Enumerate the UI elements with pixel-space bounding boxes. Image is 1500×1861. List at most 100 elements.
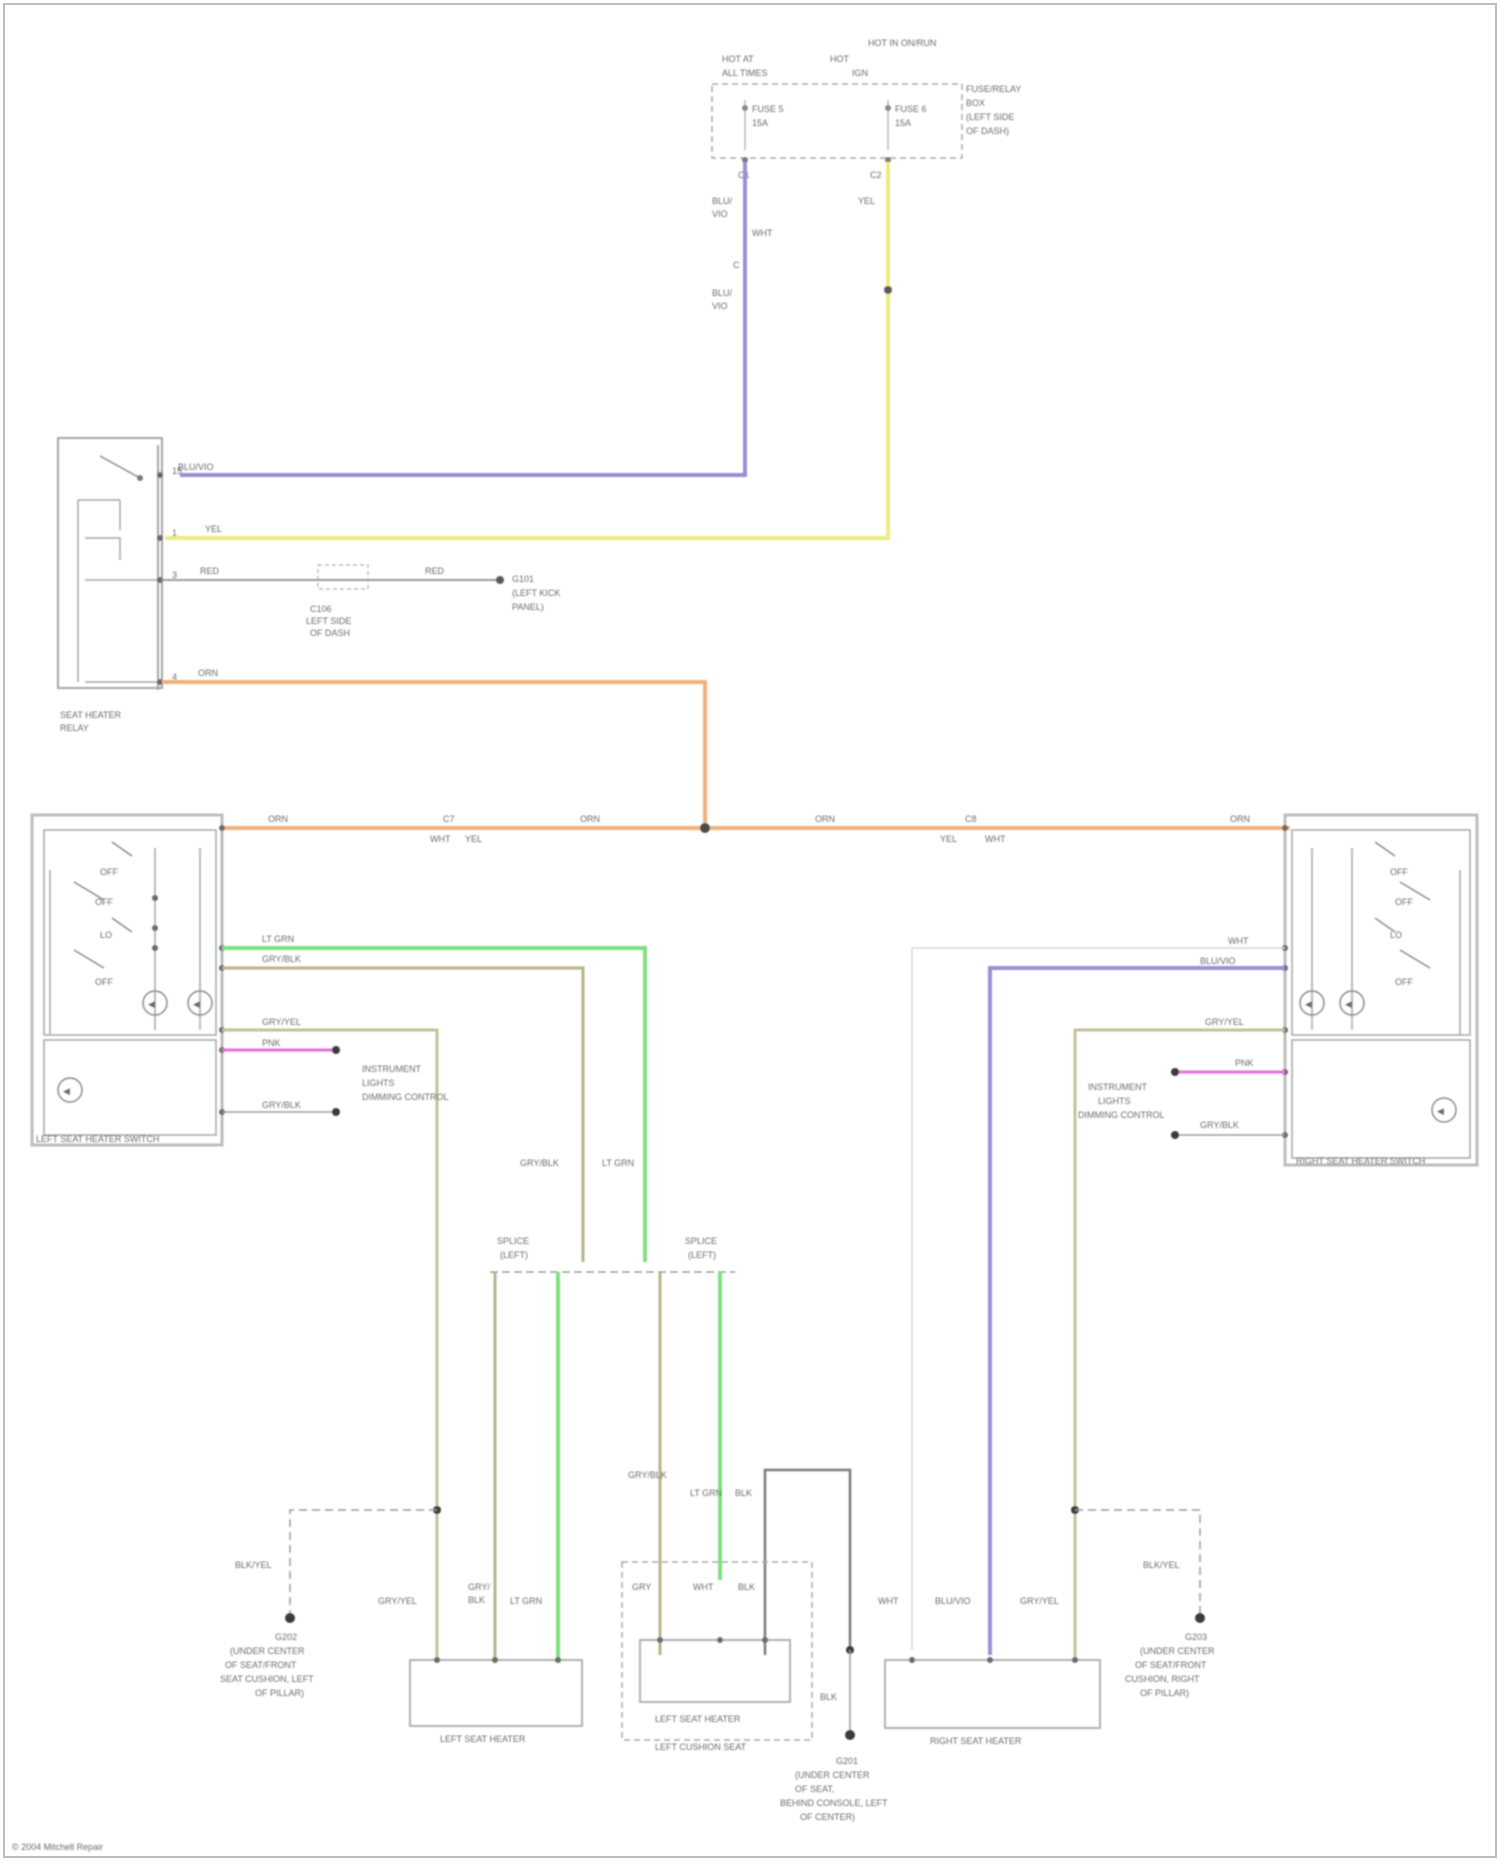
- seat-heater-relay: SEAT HEATER RELAY: [58, 438, 163, 733]
- svg-text:YEL: YEL: [940, 834, 957, 844]
- right-seat-heater-switch: OFF OFF LO OFF ◀ ◀ ◀ RIGHT SEAT HEATER S…: [1282, 815, 1477, 1166]
- svg-text:YEL: YEL: [465, 834, 482, 844]
- svg-text:OF CENTER): OF CENTER): [800, 1812, 855, 1822]
- svg-text:ORN: ORN: [815, 814, 835, 824]
- svg-text:LO: LO: [1390, 930, 1402, 940]
- svg-text:C7: C7: [443, 814, 455, 824]
- page-frame: [4, 4, 1496, 1857]
- svg-text:(UNDER CENTER: (UNDER CENTER: [230, 1646, 305, 1656]
- svg-text:OF PILLAR): OF PILLAR): [1140, 1688, 1189, 1698]
- svg-text:YEL: YEL: [858, 196, 875, 206]
- svg-text:OFF: OFF: [95, 977, 113, 987]
- svg-text:(LEFT SIDE: (LEFT SIDE: [966, 112, 1014, 122]
- svg-text:ORN: ORN: [268, 814, 288, 824]
- label-red-relay: RED: [200, 566, 220, 576]
- svg-text:PANEL): PANEL): [512, 602, 544, 612]
- svg-text:◀: ◀: [148, 999, 155, 1009]
- wire-magenta-left: PNK GRY/BLK INSTRUMENT LIGHTS DIMMING CO…: [222, 1038, 449, 1116]
- svg-text:◀: ◀: [63, 1086, 70, 1096]
- svg-text:(UNDER CENTER: (UNDER CENTER: [795, 1770, 870, 1780]
- left-switch-label: LEFT SEAT HEATER SWITCH: [36, 1134, 159, 1144]
- ground-relay-label: G101: [512, 574, 534, 584]
- svg-text:LIGHTS: LIGHTS: [362, 1078, 395, 1088]
- svg-text:INSTRUMENT: INSTRUMENT: [1088, 1082, 1147, 1092]
- wire-violet-top: BLU/ VIO WHT C BLU/ VIO: [180, 162, 773, 475]
- wire-right-ground: BLK/YEL G203 (UNDER CENTER OF SEAT/FRONT…: [1071, 1506, 1215, 1698]
- svg-text:GRY/YEL: GRY/YEL: [378, 1596, 417, 1606]
- svg-text:ALL TIMES: ALL TIMES: [722, 68, 768, 78]
- wire-center-ground: BLK G201 (UNDER CENTER OF SEAT, BEHIND C…: [765, 1470, 888, 1822]
- left-cushion-group-label: LEFT CUSHION SEAT: [655, 1742, 747, 1752]
- svg-text:OFF: OFF: [95, 897, 113, 907]
- svg-text:GRY/BLK: GRY/BLK: [520, 1158, 559, 1168]
- svg-text:SEAT CUSHION, LEFT: SEAT CUSHION, LEFT: [220, 1674, 314, 1684]
- svg-text:3: 3: [172, 570, 177, 580]
- svg-text:© 2004 Mitchell Repair: © 2004 Mitchell Repair: [12, 1842, 103, 1852]
- svg-text:GRY/BLK: GRY/BLK: [1200, 1120, 1239, 1130]
- label-olive: GRY/BLK: [262, 954, 301, 964]
- svg-text:OF SEAT/FRONT: OF SEAT/FRONT: [225, 1660, 297, 1670]
- svg-text:WHT: WHT: [1228, 936, 1249, 946]
- svg-text:GRY/BLK: GRY/BLK: [262, 1100, 301, 1110]
- ground-left-label: G202: [275, 1632, 297, 1642]
- svg-text:INSTRUMENT: INSTRUMENT: [362, 1064, 421, 1074]
- svg-text:C2: C2: [870, 170, 882, 180]
- svg-text:VIO: VIO: [712, 301, 728, 311]
- svg-text:FUSE 6: FUSE 6: [895, 104, 927, 114]
- svg-text:WHT: WHT: [878, 1596, 899, 1606]
- label-orange: ORN: [198, 668, 218, 678]
- svg-text:WHT: WHT: [430, 834, 451, 844]
- svg-text:FUSE 5: FUSE 5: [752, 104, 784, 114]
- svg-text:GRY/YEL: GRY/YEL: [1205, 1017, 1244, 1027]
- svg-text:BLU/VIO: BLU/VIO: [935, 1596, 971, 1606]
- svg-text:◀: ◀: [1345, 999, 1352, 1009]
- svg-text:GRY/YEL: GRY/YEL: [1020, 1596, 1059, 1606]
- left-seat-heater-label: LEFT SEAT HEATER: [440, 1734, 526, 1744]
- label-yellow: YEL: [205, 524, 222, 534]
- svg-text:◀: ◀: [193, 999, 200, 1009]
- svg-text:LT GRN: LT GRN: [690, 1488, 722, 1498]
- svg-text:LEFT SIDE: LEFT SIDE: [306, 616, 351, 626]
- svg-text:WHT: WHT: [985, 834, 1006, 844]
- svg-text:SPLICE: SPLICE: [497, 1236, 529, 1246]
- svg-text:GRY/YEL: GRY/YEL: [262, 1017, 301, 1027]
- svg-text:LT GRN: LT GRN: [602, 1158, 634, 1168]
- svg-text:(LEFT): (LEFT): [500, 1250, 528, 1260]
- dimming-left-label: DIMMING CONTROL: [362, 1092, 449, 1102]
- svg-text:BLK/YEL: BLK/YEL: [235, 1560, 272, 1570]
- svg-text:GRY/BLK: GRY/BLK: [628, 1470, 667, 1480]
- dimming-right-label: DIMMING CONTROL: [1078, 1110, 1165, 1120]
- svg-text:OFF: OFF: [1395, 897, 1413, 907]
- svg-text:C8: C8: [965, 814, 977, 824]
- left-back-heater-label: LEFT SEAT HEATER: [655, 1714, 741, 1724]
- right-seat-heater: RIGHT SEAT HEATER: [885, 1657, 1100, 1746]
- svg-text:PNK: PNK: [1235, 1058, 1254, 1068]
- ground-center-label: G201: [836, 1756, 858, 1766]
- svg-text:OF DASH): OF DASH): [966, 126, 1009, 136]
- svg-text:LO: LO: [100, 930, 112, 940]
- svg-text:HOT IN ON/RUN: HOT IN ON/RUN: [868, 38, 936, 48]
- svg-text:RED: RED: [425, 566, 445, 576]
- label-violet: BLU/VIO: [178, 462, 214, 472]
- svg-text:◀: ◀: [1437, 1106, 1444, 1116]
- wire-yellow-top: YEL: [165, 162, 892, 538]
- svg-text:1: 1: [172, 528, 177, 538]
- label-green: LT GRN: [262, 934, 294, 944]
- svg-text:OF SEAT/FRONT: OF SEAT/FRONT: [1135, 1660, 1207, 1670]
- svg-text:FUSE/RELAY: FUSE/RELAY: [966, 84, 1021, 94]
- svg-text:C: C: [733, 260, 740, 270]
- svg-text:BLU/: BLU/: [712, 288, 733, 298]
- wire-white-right: WHT WHT: [878, 936, 1285, 1650]
- left-seat-heater-switch: OFF OFF LO OFF ◀ ◀ ◀ LEFT SEAT HEATER SW…: [32, 815, 225, 1145]
- right-switch-label: RIGHT SEAT HEATER SWITCH: [1296, 1156, 1425, 1166]
- svg-text:BLK: BLK: [468, 1595, 485, 1605]
- svg-text:BLU/VIO: BLU/VIO: [1200, 956, 1236, 966]
- svg-text:RELAY: RELAY: [60, 723, 89, 733]
- wire-relay-ground: RED RED C106 LEFT SIDE OF DASH G101 (LEF…: [162, 565, 560, 638]
- svg-text:BLK/YEL: BLK/YEL: [1143, 1560, 1180, 1570]
- wire-orange-relay: ORN: [162, 668, 705, 828]
- svg-text:SPLICE: SPLICE: [685, 1236, 717, 1246]
- ground-right-label: G203: [1185, 1632, 1207, 1642]
